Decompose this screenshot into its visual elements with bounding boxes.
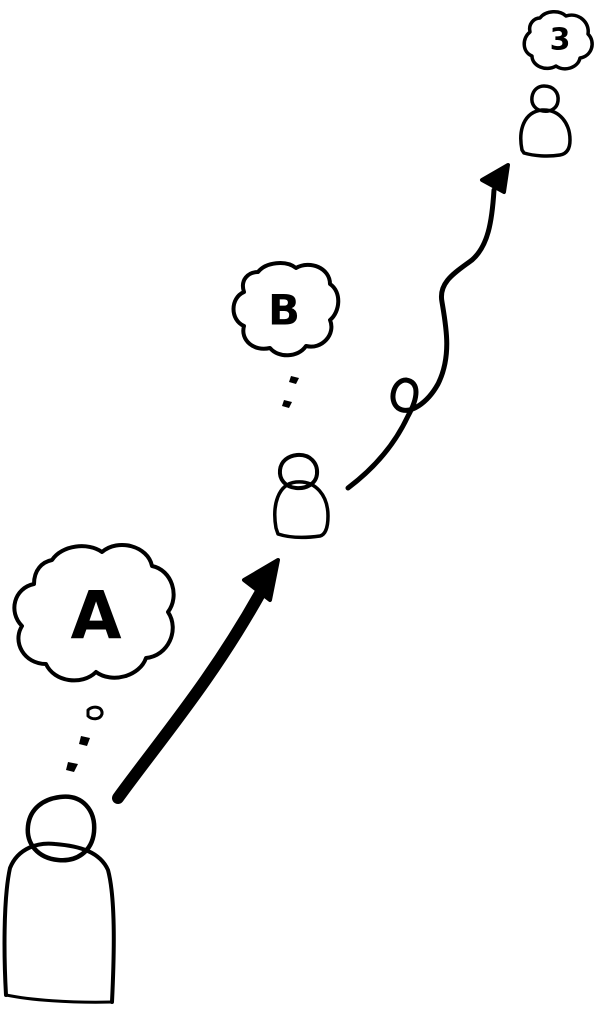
- thought-bubble-b: B: [231, 261, 341, 358]
- arrow-to-person-medium-head: [242, 558, 280, 602]
- person-medium-head: [277, 452, 320, 491]
- thought-bubble-a-cloud: [12, 542, 176, 683]
- thought-dots-b: [282, 376, 299, 408]
- arrow-to-person-small-head: [480, 163, 510, 194]
- thought-dots-a: [66, 705, 104, 772]
- person-medium: [273, 452, 330, 540]
- person-small-head: [530, 84, 560, 113]
- thought-bubble-b-label: B: [268, 286, 300, 335]
- thought-bubble-c: 3: [522, 10, 594, 71]
- person-small-body: [519, 108, 572, 158]
- person-large-body: [2, 841, 116, 1004]
- person-large: [2, 794, 116, 1004]
- arrow-to-person-medium: [112, 558, 280, 804]
- person-large-head: [25, 794, 97, 863]
- person-large-body-base: [4, 993, 114, 1004]
- person-medium-body: [273, 480, 330, 540]
- thought-bubble-c-label: 3: [550, 23, 571, 58]
- thought-bubble-a-label: A: [70, 578, 121, 655]
- thought-bubble-b-cloud: [231, 261, 341, 358]
- thought-bubble-a: A: [12, 542, 176, 683]
- thought-bubble-c-cloud: [522, 10, 594, 71]
- person-small: [519, 84, 572, 158]
- arrow-to-person-small: [345, 163, 510, 491]
